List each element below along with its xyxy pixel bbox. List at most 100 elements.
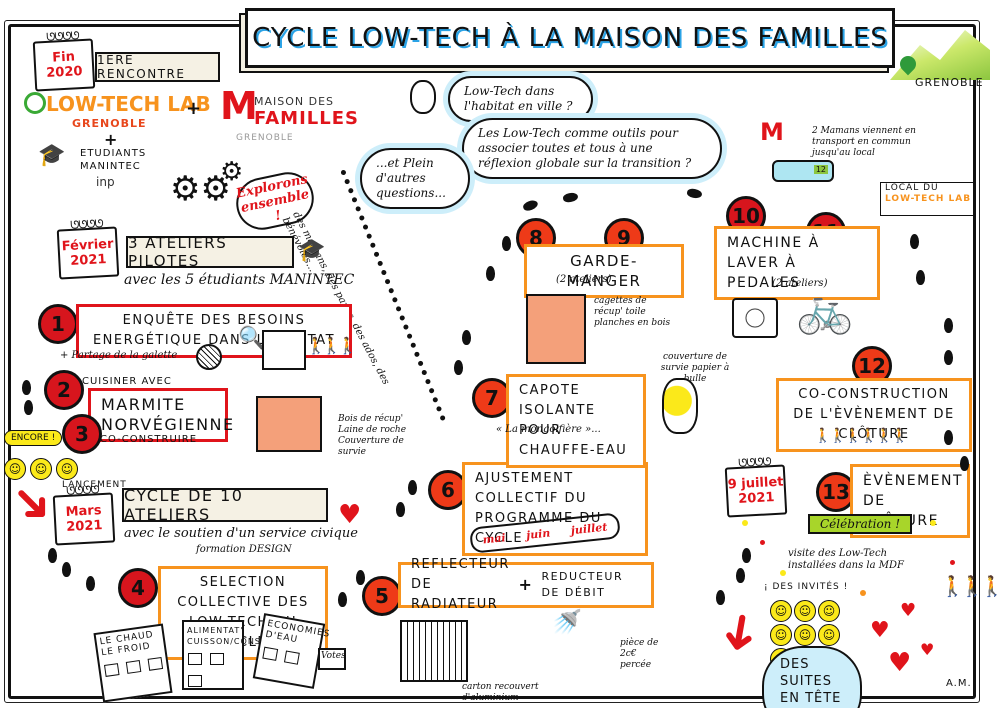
workshop-9-title: GARDE-MANGER <box>524 244 684 298</box>
heart-icon: ♥ <box>888 648 912 678</box>
people-working-icon: 🚶🚶🚶🚶🚶🚶 <box>814 428 909 444</box>
guests-label: ¡ DES INVITÉS ! <box>764 582 849 592</box>
pilot-subtitle: avec les 5 étudiants MANINTEC <box>124 272 355 288</box>
workshop-5-title-b: REDUCTEUR DE DÉBIT <box>541 570 624 599</box>
mdf-logo-icon: M <box>220 84 258 128</box>
smiley-icon: ☺ <box>794 600 816 622</box>
footstep-icon <box>396 502 405 517</box>
workshop-7-note: couverture de survie papier à bulle <box>660 352 730 384</box>
workshop-6-title: AJUSTEMENT COLLECTIF DU PROGRAMME DU CYC… <box>462 462 648 556</box>
confetti-dot <box>780 570 786 576</box>
footstep-icon <box>408 480 417 495</box>
radiator-icon <box>400 620 468 682</box>
footstep-icon <box>462 330 471 345</box>
footstep-icon <box>944 430 953 445</box>
smiley-icon: ☺ <box>56 458 78 480</box>
smiley-icon: ☺ <box>794 624 816 646</box>
gears-icon: ⚙⚙ <box>170 169 231 209</box>
future-cloud: DES SUITES EN TÊTE ... <box>762 646 862 708</box>
location-label: GRENOBLE <box>915 76 984 89</box>
mdf-city: GRENOBLE <box>236 133 294 143</box>
question-cloud-1: Low-Tech dans l'habitat en ville ? <box>448 76 593 122</box>
footstep-icon <box>22 380 31 395</box>
galette-icon <box>196 344 222 370</box>
workshop-5-title-box: REFLECTEUR DE RADIATEUR + REDUCTEUR DE D… <box>398 557 654 612</box>
banner-first-meeting: 1ÈRE RENCONTRE <box>95 52 220 82</box>
footstep-icon <box>916 270 925 285</box>
workshop-5-note-b: pièce de 2c€ percée <box>620 638 659 670</box>
footstep-icon <box>338 592 347 607</box>
confetti-dot <box>760 540 765 545</box>
visit-note: visite des Low-Tech installées dans la M… <box>788 548 904 571</box>
smiley-group: ☺ ☺ ☺ <box>4 458 78 480</box>
banner-cycle-10-workshops: CYCLE DE 10 ATELIERS <box>122 486 328 524</box>
lowtech-lab-city: GRENOBLE <box>72 117 147 130</box>
heart-icon: ♥ <box>920 640 935 659</box>
magnifier-house-icon: 🔍 <box>238 326 266 351</box>
vote-sheet-food: ALIMENTAT' cuisson/conserve <box>182 620 285 690</box>
footstep-icon <box>24 400 33 415</box>
footstep-icon <box>454 360 463 375</box>
workshop-2-pre: CUISINER AVEC <box>82 376 172 387</box>
workshop-7-title: CAPOTE ISOLANTE POUR CHAUFFE-EAU <box>506 374 646 468</box>
students-label: ETUDIANTS MANINTEC <box>80 148 147 172</box>
footstep-icon <box>944 350 953 365</box>
step-4-badge: 4 <box>118 568 158 608</box>
vote-sheet-water: ECONOMIES D'EAU <box>252 613 331 689</box>
house-sketch-icon <box>262 330 306 370</box>
question-cloud-3: ...et Plein d'autres questions... <box>360 148 470 209</box>
mdf-line2: FAMILLES <box>254 108 359 129</box>
heart-icon: ♥ <box>338 500 362 530</box>
smiley-icon: ☺ <box>770 600 792 622</box>
step-5-badge: 5 <box>362 576 402 616</box>
workshop-1-note: + Partage de la galette <box>60 350 178 361</box>
bus-icon: 12 <box>772 160 834 182</box>
step-2-badge: 2 <box>44 370 84 410</box>
encore-bubble: ENCORE ! <box>4 430 63 446</box>
footstep-icon <box>716 590 725 605</box>
lowtech-logo-icon <box>24 92 46 114</box>
graduation-cap-icon-2: 🎓 <box>298 238 326 263</box>
workshop-5-note-a: carton recouvert d'aluminium <box>462 682 539 703</box>
step-1-badge: 1 <box>38 304 78 344</box>
banner-pilot-workshops: 3 ATELIERS PILOTES <box>126 234 294 270</box>
red-arrow-down-icon: ➜ <box>708 607 774 659</box>
smiley-icon: ☺ <box>818 600 840 622</box>
people-group-icon-2: 🚶🚶🚶 <box>940 574 1000 598</box>
plus-sign: + <box>104 130 118 149</box>
celebration-label: Célébration ! <box>808 514 913 534</box>
lowtech-lab-name: LOW-TECH LAB <box>46 92 211 116</box>
confetti-dot <box>950 560 955 565</box>
mdf-line1: MAISON DES <box>254 95 335 108</box>
vote-legend: Votes <box>318 648 346 670</box>
calendar-fevrier-2021: Février 2021 <box>56 226 120 280</box>
confetti-dot <box>930 520 936 526</box>
page-title: CYCLE LOW-TECH À LA MAISON DES FAMILLES <box>252 23 888 53</box>
workshop-12-title: CO-CONSTRUCTION DE L'ÈVÈNEMENT DE CLÔTUR… <box>776 378 972 452</box>
thinking-person-icon <box>410 80 436 114</box>
footstep-icon <box>742 548 751 563</box>
graduation-cap-icon: 🎓 <box>38 143 66 168</box>
step-3-badge: 3 <box>62 414 102 454</box>
workshop-3-pre: CO-CONSTRUIRE <box>100 434 198 445</box>
calendar-fin-2020: Fin 2020 <box>32 38 96 92</box>
gear-icon: ⚙ <box>220 157 244 187</box>
signature: A.M. <box>946 678 972 689</box>
mdf-small-logo-icon: M <box>760 118 784 146</box>
calendar-mars-2021: Mars 2021 <box>52 492 116 546</box>
vote-sheet-heat-cold: LE CHAUD LE FROID <box>93 623 173 703</box>
shower-head-icon: 🚿 <box>552 608 582 636</box>
smiley-icon: ☺ <box>4 458 26 480</box>
workshop-11-title: MACHINE À LAVER À PEDALES <box>714 226 880 300</box>
workshop-7-quote: « La mongolfière »... <box>496 424 601 435</box>
workshop-11-sub: (2 ateliers) <box>772 278 828 289</box>
heart-icon: ♥ <box>870 618 890 643</box>
footstep-icon <box>486 266 495 281</box>
smiley-icon: ☺ <box>770 624 792 646</box>
footstep-icon <box>356 570 365 585</box>
footstep-icon <box>48 548 57 563</box>
title-banner: CYCLE LOW-TECH À LA MAISON DES FAMILLES <box>245 8 895 68</box>
local-building: LOCAL du LOW-TECH LAB <box>880 182 976 216</box>
washing-machine-icon <box>732 298 778 338</box>
plus-sign-3: + <box>518 575 534 594</box>
